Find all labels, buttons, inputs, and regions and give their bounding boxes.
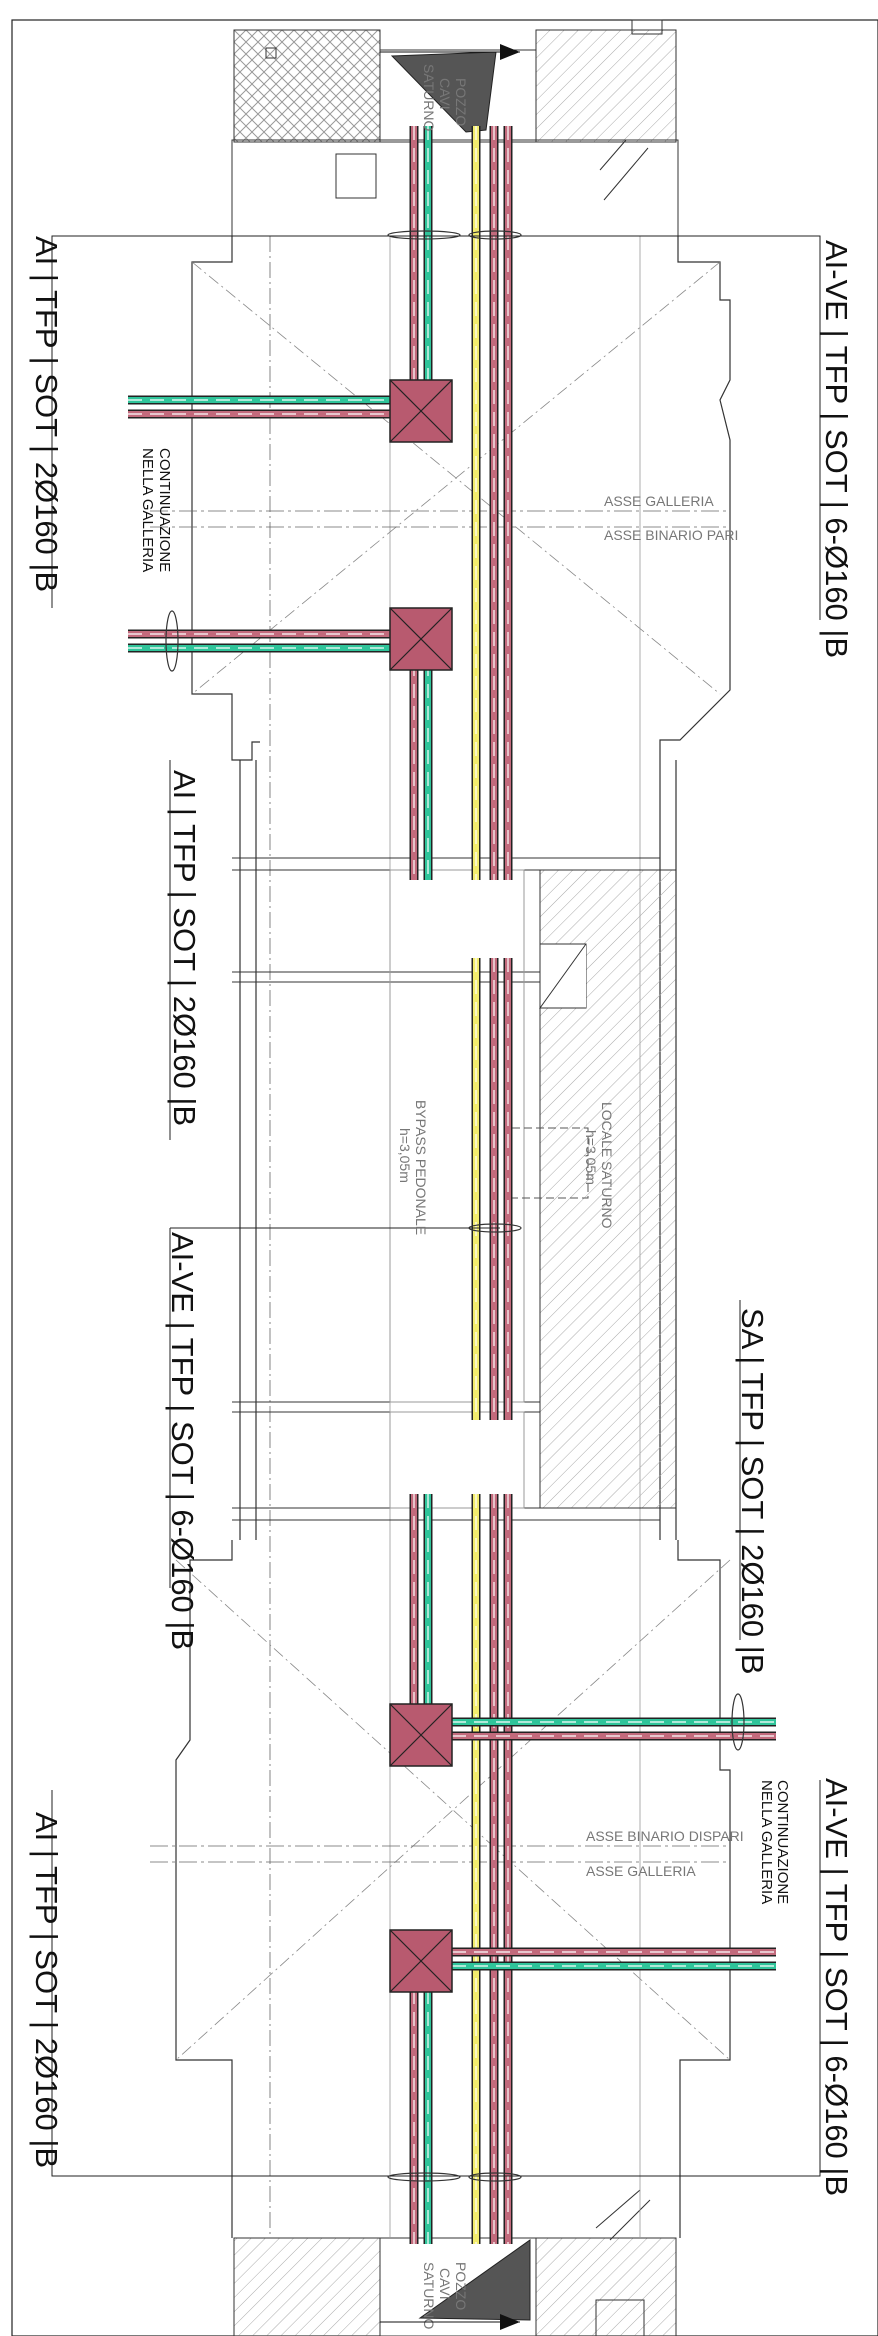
sheet-border: [11, 19, 878, 2336]
locale-label: LOCALE SATURNO: [599, 1102, 615, 1229]
bottom-well-structure: [233, 2189, 677, 2336]
axis-top-binario: ASSE BINARIO PARI: [604, 527, 738, 543]
axis-bottom-galleria: ASSE GALLERIA: [586, 1863, 696, 1879]
continuation-left-line1: CONTINUAZIONE: [156, 448, 173, 572]
manhole-1: [389, 379, 453, 443]
manhole-3: [389, 1703, 453, 1767]
bypass-label: BYPASS PEDONALE: [413, 1100, 429, 1235]
well-arrows: [380, 44, 520, 2330]
continuation-right-line2: NELLA GALLERIA: [758, 1780, 775, 1904]
bypass-height: h=3,05m: [397, 1128, 413, 1183]
cable-label-3: AI | TFP | SOT | 2Ø160 |B: [167, 770, 202, 1126]
axis-bottom-binario: ASSE BINARIO DISPARI: [586, 1828, 744, 1844]
cable-ducts: [128, 126, 776, 2244]
cable-label-7: AI-VE | TFP | SOT | 6-Ø160 |B: [819, 1778, 854, 2196]
cable-label-1: AI | TFP | SOT | 2Ø160 |B: [29, 236, 64, 592]
continuation-right-line1: CONTINUAZIONE: [774, 1780, 791, 1904]
label-leaders: [51, 235, 821, 2177]
cable-label-4: AI-VE | TFP | SOT | 6-Ø160 |B: [165, 1232, 200, 1650]
construction-diagonals: [175, 261, 731, 2061]
well-bottom-line2: CAVI: [437, 2268, 453, 2300]
manhole-4: [389, 1929, 453, 1993]
duct-ellipse-markers: [165, 230, 745, 2182]
well-top-line3: SATURNO: [421, 64, 437, 132]
labels: AI | TFP | SOT | 2Ø160 |B AI-VE | TFP | …: [29, 64, 854, 2330]
well-top-line2: CAVI: [437, 78, 453, 110]
locale-saturno-room: [511, 869, 677, 1509]
continuation-left-line2: NELLA GALLERIA: [139, 448, 156, 572]
cable-label-5: SA | TFP | SOT | 2Ø160 |B: [735, 1308, 770, 1675]
axis-top-galleria: ASSE GALLERIA: [604, 493, 714, 509]
manholes: [389, 379, 453, 1993]
cable-label-6: AI | TFP | SOT | 2Ø160 |B: [29, 1812, 64, 2168]
well-bottom-line1: POZZO: [453, 2262, 469, 2310]
tunnel-axes: [150, 510, 730, 1863]
well-bottom-line3: SATURNO: [421, 2262, 437, 2330]
cable-label-2: AI-VE | TFP | SOT | 6-Ø160 |B: [819, 240, 854, 658]
top-well-structure: [231, 19, 679, 237]
well-top-line1: POZZO: [453, 78, 469, 126]
locale-height: h=3,05m: [583, 1130, 599, 1185]
manhole-2: [389, 607, 453, 671]
